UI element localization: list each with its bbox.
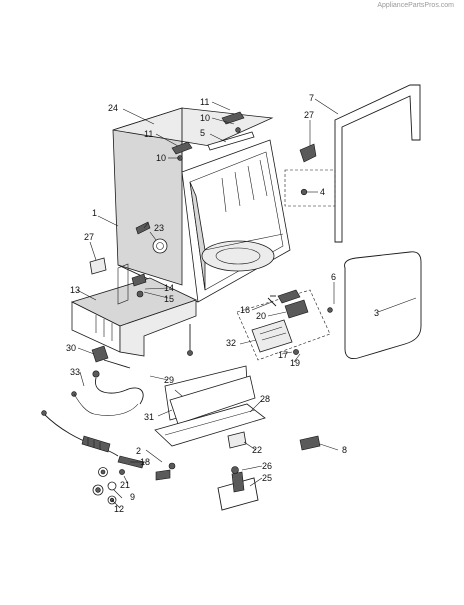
door-gasket bbox=[344, 251, 422, 360]
callout-30: 30 bbox=[66, 343, 76, 353]
callout-11-side: 11 bbox=[144, 129, 153, 139]
callout-25: 25 bbox=[262, 473, 272, 483]
callout-21: 21 bbox=[120, 480, 130, 490]
callout-29: 29 bbox=[164, 375, 174, 385]
callout-22: 22 bbox=[252, 445, 262, 455]
base-left-assembly bbox=[70, 257, 276, 357]
callout-16: 16 bbox=[240, 305, 250, 315]
callout-31: 31 bbox=[144, 412, 154, 422]
callout-14: 14 bbox=[164, 283, 174, 293]
callout-15: 15 bbox=[164, 294, 174, 304]
screw-4 bbox=[300, 188, 308, 196]
callout-4: 4 bbox=[320, 187, 325, 197]
callout-7: 7 bbox=[309, 93, 314, 103]
callout-13: 13 bbox=[70, 285, 80, 295]
callout-3: 3 bbox=[374, 308, 379, 318]
callout-19: 19 bbox=[290, 358, 300, 368]
callout-2: 2 bbox=[136, 446, 141, 456]
hose-and-wires bbox=[41, 370, 145, 469]
callout-5: 5 bbox=[200, 128, 205, 138]
callout-32: 32 bbox=[226, 338, 236, 348]
gasket-clip bbox=[299, 143, 317, 163]
callout-24: 24 bbox=[108, 103, 118, 113]
callout-10-side: 10 bbox=[156, 153, 166, 163]
tub-assembly bbox=[112, 107, 291, 303]
callout-9: 9 bbox=[130, 492, 135, 502]
under-panels bbox=[154, 365, 266, 447]
small-hardware bbox=[91, 127, 321, 511]
watermark: AppliancePartsPros.com bbox=[377, 2, 454, 9]
callout-23: 23 bbox=[154, 223, 164, 233]
callout-8: 8 bbox=[342, 445, 347, 455]
callout-27-upper: 27 bbox=[304, 110, 314, 120]
leader-lines bbox=[76, 98, 417, 509]
callout-18: 18 bbox=[140, 457, 150, 467]
callout-12: 12 bbox=[114, 504, 124, 514]
top-gasket bbox=[334, 84, 421, 243]
callout-27-lower: 27 bbox=[84, 232, 94, 242]
callout-10-top: 10 bbox=[200, 113, 210, 123]
callout-33: 33 bbox=[70, 367, 80, 377]
callout-6: 6 bbox=[331, 272, 336, 282]
callout-11-top: 11 bbox=[200, 97, 209, 107]
control-bracket-assembly bbox=[236, 289, 333, 361]
callout-1: 1 bbox=[92, 208, 97, 218]
callout-26: 26 bbox=[262, 461, 272, 471]
callout-17: 17 bbox=[278, 350, 288, 360]
callout-28: 28 bbox=[260, 394, 270, 404]
callout-numbers: 1 2 3 4 5 6 7 8 9 10 10 11 11 12 13 14 1… bbox=[66, 93, 379, 514]
callout-20: 20 bbox=[256, 311, 266, 321]
